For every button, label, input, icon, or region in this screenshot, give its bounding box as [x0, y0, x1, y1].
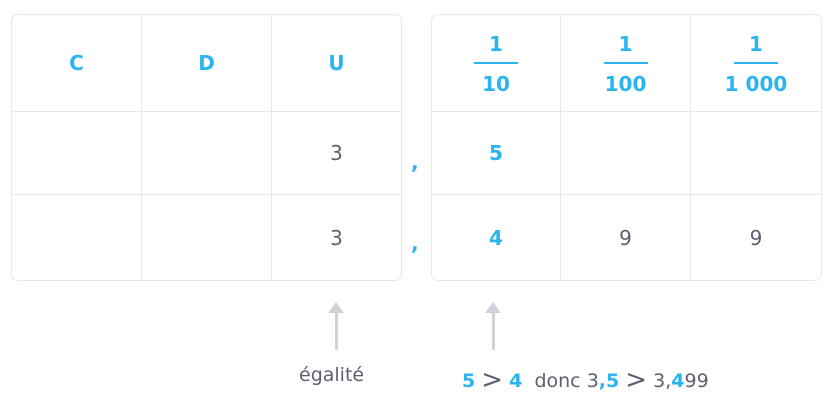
integer-part-table: C D U 3 3 [11, 14, 402, 281]
caption-egalite: égalité [299, 364, 365, 386]
row2-centiemes: 9 [561, 195, 691, 280]
fraction-denominator: 1 000 [724, 72, 788, 96]
fraction-bar [474, 62, 518, 64]
number-2-comma: , [665, 370, 672, 392]
header-centiemes: 1 100 [561, 15, 691, 112]
row2-unites: 3 [330, 225, 343, 250]
row2-dixiemes: 4 [432, 195, 561, 280]
fraction-numerator: 1 [489, 32, 503, 56]
number-1: 3,5 [587, 370, 620, 392]
header-unites: U [272, 15, 401, 112]
compare-digit-b: 4 [509, 370, 523, 392]
fraction-numerator: 1 [618, 32, 633, 56]
fraction-denominator: 10 [482, 72, 510, 96]
header-milliemes: 1 1 000 [691, 15, 821, 112]
header-dixiemes: 1 10 [432, 15, 561, 112]
number-2: 3,499 [653, 370, 709, 392]
row2-decimal-comma: , [411, 231, 419, 255]
number-1-int: 3 [586, 370, 599, 392]
row2-centaines [12, 195, 142, 280]
greater-than-sign: > [625, 365, 648, 395]
greater-than-sign: > [481, 365, 504, 395]
caption-comparison: 5 > 4 donc 3,5 > 3,499 [462, 364, 709, 395]
fraction-numerator: 1 [749, 32, 763, 56]
number-2-dec-first: 4 [671, 370, 685, 392]
row1-dixiemes: 5 [432, 112, 561, 195]
fraction-bar [733, 62, 778, 64]
row1-centiemes [561, 112, 691, 195]
up-arrow-icon [485, 302, 501, 350]
up-arrow-icon [328, 302, 344, 350]
fraction-milliemes: 1 1 000 [725, 30, 788, 96]
fraction-centiemes: 1 100 [603, 30, 648, 96]
row1-decimal-comma: , [411, 150, 419, 174]
number-1-dec: 5 [606, 370, 620, 392]
row2-dizaines [142, 195, 272, 280]
row1-milliemes [691, 112, 821, 195]
word-donc: donc [534, 370, 581, 392]
decimal-part-table: 1 10 1 100 1 1 000 5 4 9 9 [431, 14, 822, 281]
header-centaines: C [12, 15, 142, 112]
number-2-int: 3 [653, 370, 666, 392]
fraction-denominator: 100 [604, 72, 647, 96]
row1-unites: 3 [272, 112, 401, 195]
row2-milliemes: 9 [749, 225, 763, 250]
fraction-bar [603, 62, 648, 64]
row1-centaines [12, 112, 142, 195]
number-2-dec-rest: 99 [684, 370, 709, 392]
row1-dizaines [142, 112, 272, 195]
compare-digit-a: 5 [462, 370, 476, 392]
header-dizaines: D [142, 15, 272, 112]
fraction-dixiemes: 1 10 [474, 30, 518, 96]
number-1-comma: , [598, 370, 606, 392]
